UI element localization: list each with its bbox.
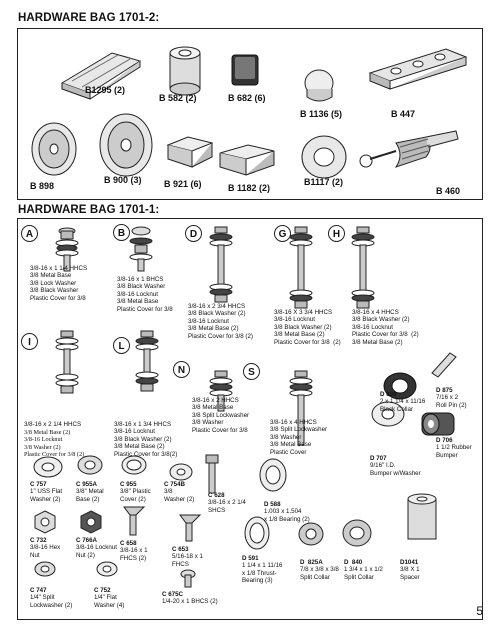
c757-drawing (33, 456, 63, 478)
assembly-g-text: 3/8-16 X 3 3/4 HHCS 3/8-16 Locknut 3/8 B… (274, 309, 341, 346)
c766a-label: C 766A 3/8-16 Locknut Nut (2) (76, 537, 117, 559)
section-title-1701-2: HARDWARE BAG 1701-2: (18, 12, 160, 24)
d591-label: D 591 1 1/4 x 1 11/16 x 1/8 Thrust- Bear… (242, 555, 283, 585)
b1117-label: B1117 (2) (304, 177, 344, 187)
b1182-label: B 1182 (2) (228, 183, 271, 193)
b921-label: B 921 (6) (164, 179, 202, 189)
c754b-drawing (169, 463, 193, 481)
b1182-drawing (219, 144, 275, 176)
assembly-i-badge: I (21, 333, 38, 350)
b447-label: B 447 (391, 109, 416, 119)
c675c-drawing (180, 569, 196, 588)
assembly-d-text: 3/8-16 x 2 3/4 HHCS 3/8 Black Washer (2)… (188, 303, 253, 340)
assembly-n-badge: N (173, 361, 190, 378)
assembly-d-badge: D (185, 225, 202, 242)
b582-label: B 582 (2) (159, 93, 197, 103)
assembly-n-text: 3/8-16 x 2 HHCS 3/8 Metal Base 3/8 Split… (192, 397, 250, 434)
c732-label: C 732 3/8-16 Hex Nut (30, 537, 61, 559)
c658-drawing (123, 506, 146, 536)
c675c-label: C 675C 1/4-20 x 1 BHCS (2) (162, 591, 218, 606)
b460-label: B 460 (436, 186, 461, 196)
d707-drawing (371, 401, 405, 427)
assembly-a-text: 3/8-16 x 1 1/4 HHCS 3/8 Metal Base 3/8 L… (30, 265, 88, 302)
d840-label: D 840 1 3/4 x 1 x 1/2 Split Collar (344, 559, 383, 581)
bolt-stack-d (209, 226, 233, 303)
d836-drawing (383, 372, 417, 400)
b1136-label: B 1136 (5) (300, 109, 343, 119)
c752-label: C 752 1/4" Flat Washer (4) (94, 587, 125, 609)
b921-drawing (166, 136, 214, 168)
c747-label: C 747 1/4" Split Lockwasher (2) (30, 587, 73, 609)
d836-label: D 836 2 x 1 1/4 x 11/16 Black Collar (380, 391, 426, 413)
c628-drawing (205, 454, 219, 494)
c732-drawing (34, 510, 56, 534)
d1041-drawing (407, 493, 437, 540)
assembly-b-badge: B (113, 224, 130, 241)
d588-label: D 588 1.003 x 1.504 x 1/8 Bearing (2) (264, 501, 310, 523)
b582-drawing (169, 46, 201, 96)
b1295-label: B1295 (2) (85, 85, 126, 95)
b447-drawing (368, 48, 468, 90)
b682-drawing (231, 54, 259, 86)
d825a-drawing (298, 522, 324, 546)
bolt-stack-l (135, 330, 159, 392)
b682-label: B 682 (6) (228, 93, 266, 103)
b900-label: B 900 (3) (104, 175, 142, 185)
c658-label: C 658 3/8-16 x 1 FHCS (2) (120, 540, 148, 562)
d588-drawing (259, 458, 287, 492)
page-number: 5 (476, 604, 483, 618)
bolt-stack-i (55, 330, 79, 394)
c752-drawing (96, 561, 118, 577)
c955-drawing (121, 455, 147, 475)
d1041-label: D1041 3/8 X 1 Spacer (400, 559, 420, 581)
bolt-stack-h (351, 226, 375, 309)
c628-label: C 628 3/8-16 x 2 1/4 SHCS (208, 492, 246, 514)
b1295-drawing (60, 52, 142, 100)
d706-drawing (421, 412, 455, 436)
assembly-b-text: 3/8-16 x 1 BHCS 3/8 Black Washer 3/8-16 … (117, 276, 173, 313)
b1117-drawing (301, 135, 347, 179)
bolt-stack-g (289, 226, 313, 309)
assembly-i-text-line1: 3/8-16 x 2 1/4 HHCS (24, 421, 82, 428)
c653-label: C 653 5/16-18 x 1 FHCS (172, 546, 203, 568)
assembly-i-text: 3/8 Metal Base (2) 3/8-16 Locknut 3/8 Wa… (24, 429, 85, 459)
assembly-l-text: 3/8-16 x 1 3/4 HHCS 3/8-16 Locknut 3/8 B… (114, 421, 178, 458)
hardware-bag-1701-1-box: A B D G H I L N S 3/8-16 x 1 1/4 HHCS 3/… (17, 218, 483, 620)
d707-label: D 707 9/16" I.D. Bumper w/Washer (370, 455, 421, 477)
c747-drawing (34, 561, 56, 577)
d875-drawing (431, 352, 457, 378)
c757-label: C 757 1" USS Flat Washer (2) (30, 481, 63, 503)
assembly-g-badge: G (274, 225, 291, 242)
b1136-drawing (304, 69, 334, 102)
d875-label: D 875 7/16 x 2 Roll Pin (2) (436, 387, 467, 409)
c955a-drawing (77, 455, 103, 475)
assembly-s-text: 3/8-16 x 4 HHCS 3/8 Split Lockwasher 3/8… (270, 419, 328, 456)
d591-drawing (244, 516, 270, 550)
assembly-s-badge: S (243, 363, 260, 380)
d840-drawing (342, 519, 372, 547)
bolt-stack-a (55, 227, 79, 272)
c754b-label: C 754B 3/8 Washer (2) (164, 481, 195, 503)
c766a-drawing (80, 510, 102, 534)
bolt-stack-s (289, 370, 313, 446)
b460-drawing (359, 130, 459, 168)
hardware-bag-1701-2-box: B1295 (2) B 582 (2) B 682 (6) B 1136 (5)… (17, 28, 483, 200)
b898-label: B 898 (30, 181, 55, 191)
section-title-1701-1: HARDWARE BAG 1701-1: (18, 204, 160, 216)
c653-drawing (179, 514, 202, 542)
c955-label: C 955 3/8" Plastic Cover (2) (120, 481, 151, 503)
b900-drawing (99, 113, 153, 177)
bolt-stack-b (129, 226, 153, 272)
assembly-h-badge: H (328, 225, 345, 242)
d706-label: D 706 1 1/2 Rubber Bumper (436, 437, 472, 459)
bolt-stack-n (209, 370, 233, 412)
assembly-a-badge: A (21, 225, 38, 242)
b898-drawing (31, 122, 77, 176)
d825a-label: D 825A 7/8 x 3/8 x 3/8 Split Collar (300, 559, 339, 581)
c955a-label: C 955A 3/8" Metal Base (2) (76, 481, 104, 503)
assembly-h-text: 3/8-16 x 4 HHCS 3/8 Black Washer (2) 3/8… (352, 309, 419, 346)
assembly-l-badge: L (113, 337, 130, 354)
